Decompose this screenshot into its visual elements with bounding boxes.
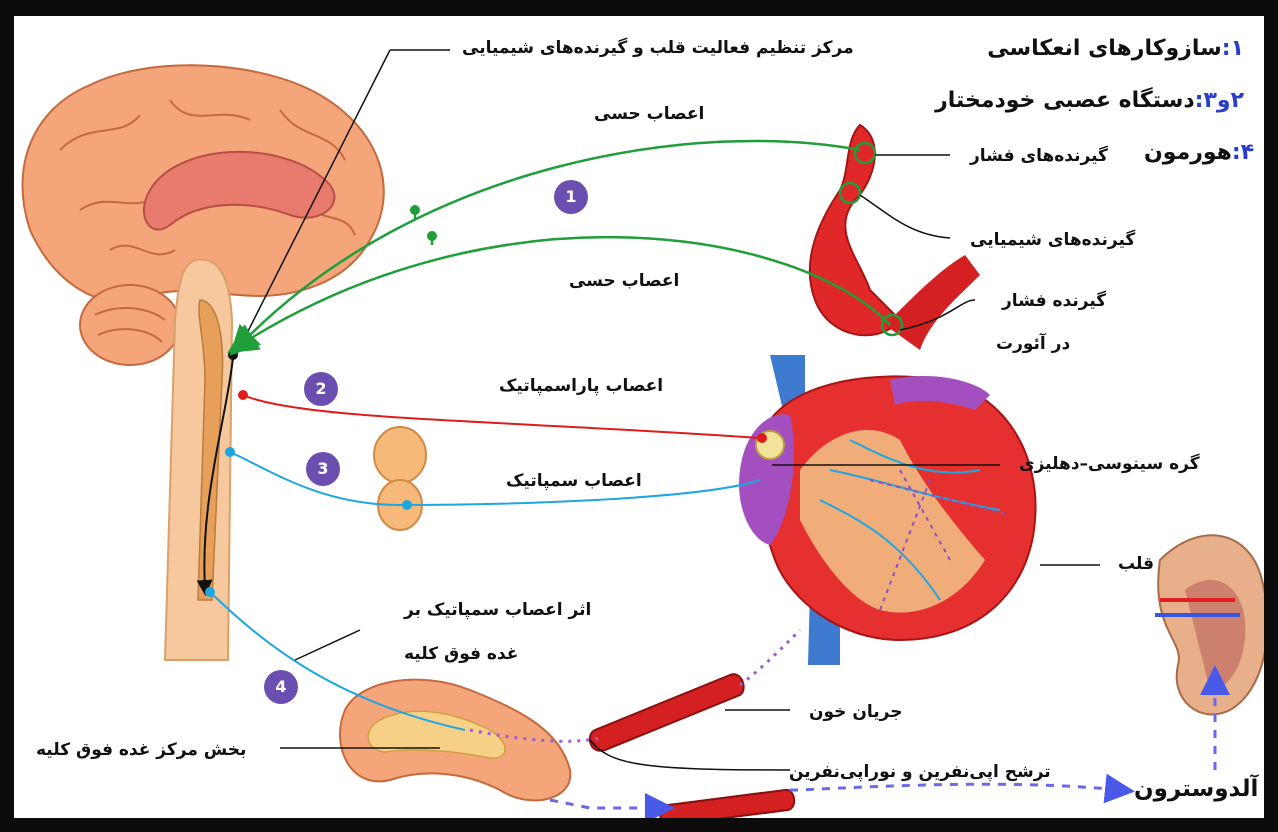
pressure-receptors-label: گیرنده‌های فشار	[970, 146, 1108, 166]
hormone-pathway	[550, 680, 1215, 808]
sensory-nerves-bottom-label: اعصاب حسی	[569, 271, 679, 291]
aldosterone-label: آلدوسترون	[1134, 776, 1258, 802]
adrenal-medulla-label: بخش مرکز غده فوق کلیه	[36, 740, 246, 760]
badge-2: 2	[304, 372, 338, 406]
kidney-icon	[1155, 535, 1267, 714]
badge-4: 4	[264, 670, 298, 704]
badge-1: 1	[554, 180, 588, 214]
adrenal-small-icon	[374, 427, 426, 530]
sensory-nerves-top-label: اعصاب حسی	[594, 104, 704, 124]
adrenal-effect-label-2: غده فوق کلیه	[404, 644, 518, 664]
adrenal-gland-icon	[340, 680, 570, 801]
badge-3: 3	[306, 452, 340, 486]
legend-item-4-text: ۴:هورمون	[1144, 140, 1254, 165]
aortic-pressure-label-1: گیرنده فشار	[1002, 291, 1106, 311]
secretion-label: ترشح اپی‌نفرین و نوراپی‌نفرین	[789, 762, 1051, 782]
legend-item-2-3: ۲و۳:دستگاه عصبی خودمختار	[935, 88, 1244, 113]
sympathetic-label: اعصاب سمپاتیک	[506, 471, 642, 491]
aortic-pressure-label-2: در آئورت	[996, 334, 1070, 354]
blood-flow-label: جریان خون	[809, 702, 902, 722]
parasympathetic-label: اعصاب پاراسمپاتیک	[499, 376, 663, 396]
sa-node-label: گره سینوسی–دهلیزی	[1019, 454, 1200, 474]
blood-vessel-icons	[590, 674, 794, 825]
control-center-label: مرکز تنظیم فعالیت قلب و گیرنده‌های شیمیا…	[462, 38, 854, 58]
chemo-receptors-label: گیرنده‌های شیمیایی	[970, 230, 1135, 250]
heart-icon	[739, 125, 1036, 665]
adrenal-effect-label-1: اثر اعصاب سمپاتیک بر	[404, 600, 591, 620]
legend-item-1: ۱:سازوکارهای انعکاسی	[987, 36, 1244, 61]
brain-icon	[23, 65, 384, 660]
heart-label: قلب	[1118, 554, 1154, 574]
